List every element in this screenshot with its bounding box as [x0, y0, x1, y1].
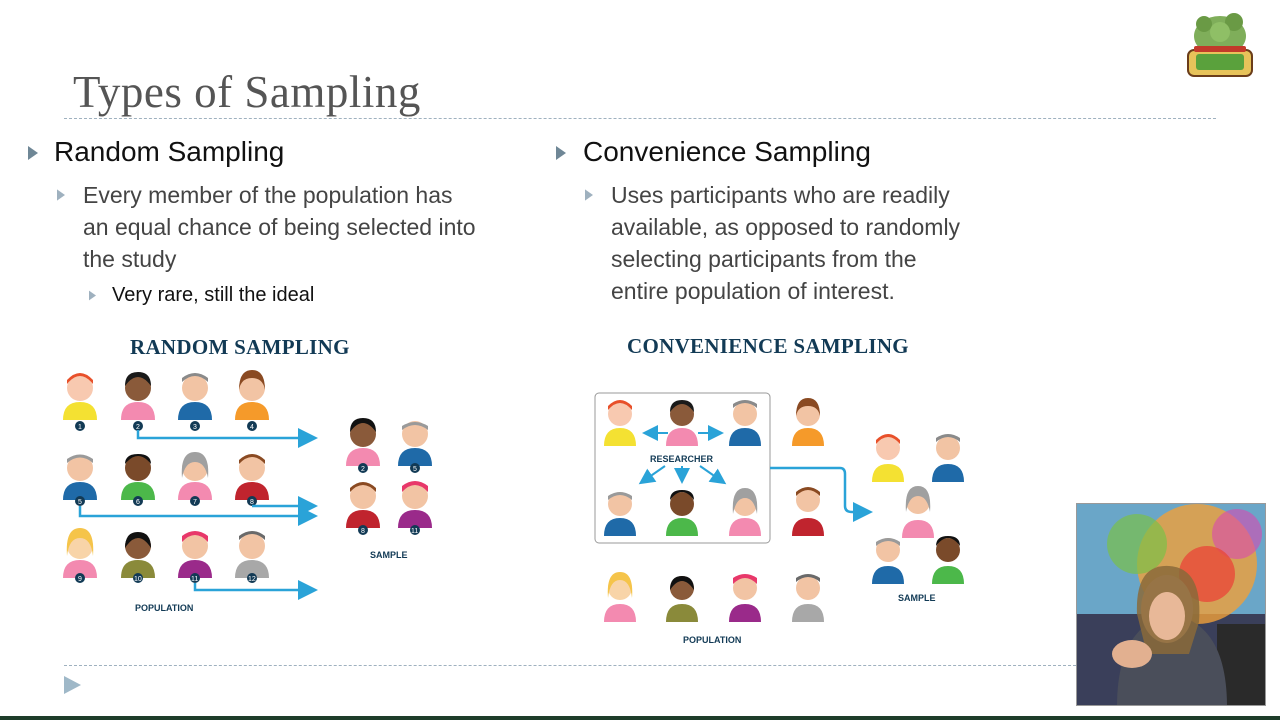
convenience-sample-label: SAMPLE: [898, 593, 936, 603]
random-sampling-heading: Random Sampling: [54, 136, 285, 167]
convenience-desc-line-1: Uses participants who are readily: [611, 182, 950, 208]
triangle-bullet-icon: [57, 189, 65, 201]
svg-text:1: 1: [78, 424, 82, 431]
random-desc-line-3: the study: [83, 246, 177, 272]
svg-text:2: 2: [361, 466, 365, 473]
play-triangle-icon[interactable]: [62, 675, 82, 695]
person-avatar-icon: [63, 373, 97, 420]
convenience-desc-line-3: selecting participants from the: [611, 246, 917, 272]
random-desc-line-1: Every member of the population has: [83, 182, 453, 208]
convenience-desc-line-4: entire population of interest.: [611, 278, 895, 304]
researcher-label: RESEARCHER: [650, 454, 714, 464]
convenience-sampling-description: Uses participants who are readily availa…: [611, 179, 960, 307]
convenience-population-label: POPULATION: [683, 635, 742, 645]
svg-text:10: 10: [134, 576, 142, 583]
svg-text:11: 11: [411, 528, 418, 535]
svg-text:8: 8: [250, 499, 254, 506]
convenience-sampling-figure-title: CONVENIENCE SAMPLING: [627, 334, 909, 358]
webcam-feed: [1077, 504, 1265, 705]
random-sampling-figure: 1 2 3 4 5 6 7 8: [63, 370, 432, 600]
title-divider: [64, 118, 1216, 119]
hulk-logo: [1187, 13, 1253, 77]
svg-text:11: 11: [191, 576, 198, 583]
person-avatar-icon: [121, 372, 155, 420]
triangle-bullet-icon: [585, 189, 593, 201]
triangle-bullet-icon: [89, 290, 96, 301]
svg-text:8: 8: [361, 528, 365, 535]
webcam-overlay: [1076, 503, 1266, 706]
svg-text:7: 7: [193, 499, 197, 506]
convenience-sampling-figure: [594, 392, 964, 622]
random-sample-label: SAMPLE: [370, 550, 408, 560]
triangle-bullet-icon: [556, 146, 566, 160]
person-avatar-icon: [178, 373, 212, 420]
svg-text:9: 9: [78, 576, 82, 583]
svg-text:5: 5: [78, 499, 82, 506]
svg-text:3: 3: [193, 424, 197, 431]
convenience-sampling-heading: Convenience Sampling: [583, 136, 871, 167]
random-population-label: POPULATION: [135, 603, 194, 613]
random-sampling-description: Every member of the population has an eq…: [83, 179, 476, 275]
bottom-status-bar: [0, 716, 1280, 720]
svg-text:12: 12: [248, 576, 256, 583]
person-avatar-icon: [235, 370, 269, 420]
triangle-bullet-icon: [28, 146, 38, 160]
svg-text:5: 5: [413, 466, 417, 473]
random-desc-line-2: an equal chance of being selected into: [83, 214, 476, 240]
footer-divider: [64, 665, 1076, 666]
random-sampling-figure-title: RANDOM SAMPLING: [130, 335, 350, 359]
slide-title: Types of Sampling: [73, 67, 421, 117]
svg-text:4: 4: [250, 424, 254, 431]
convenience-desc-line-2: available, as opposed to randomly: [611, 214, 961, 240]
random-sampling-note: Very rare, still the ideal: [112, 284, 315, 306]
svg-text:6: 6: [136, 499, 140, 506]
svg-text:2: 2: [136, 424, 140, 431]
